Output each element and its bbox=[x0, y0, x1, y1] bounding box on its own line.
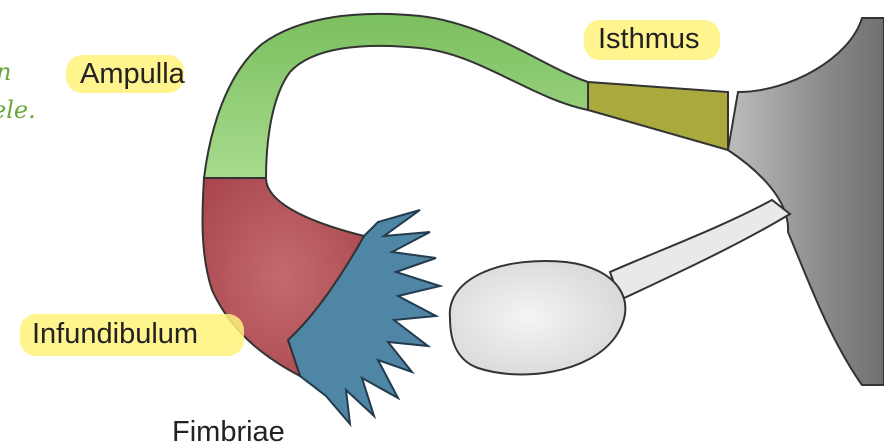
ovarian-ligament-shape bbox=[610, 200, 790, 300]
uterus-shape bbox=[728, 18, 884, 385]
handwritten-annotation-fragment: n bbox=[0, 58, 11, 86]
isthmus-label: Isthmus bbox=[598, 25, 700, 54]
isthmus-segment bbox=[588, 82, 728, 150]
infundibulum-label: Infundibulum bbox=[32, 320, 198, 349]
ampulla-segment bbox=[204, 14, 588, 178]
fimbriae-label: Fimbriae bbox=[172, 418, 285, 447]
handwritten-annotation-fragment: ele. bbox=[0, 96, 36, 124]
ovary-shape bbox=[450, 261, 626, 374]
ampulla-label: Ampulla bbox=[80, 60, 185, 89]
